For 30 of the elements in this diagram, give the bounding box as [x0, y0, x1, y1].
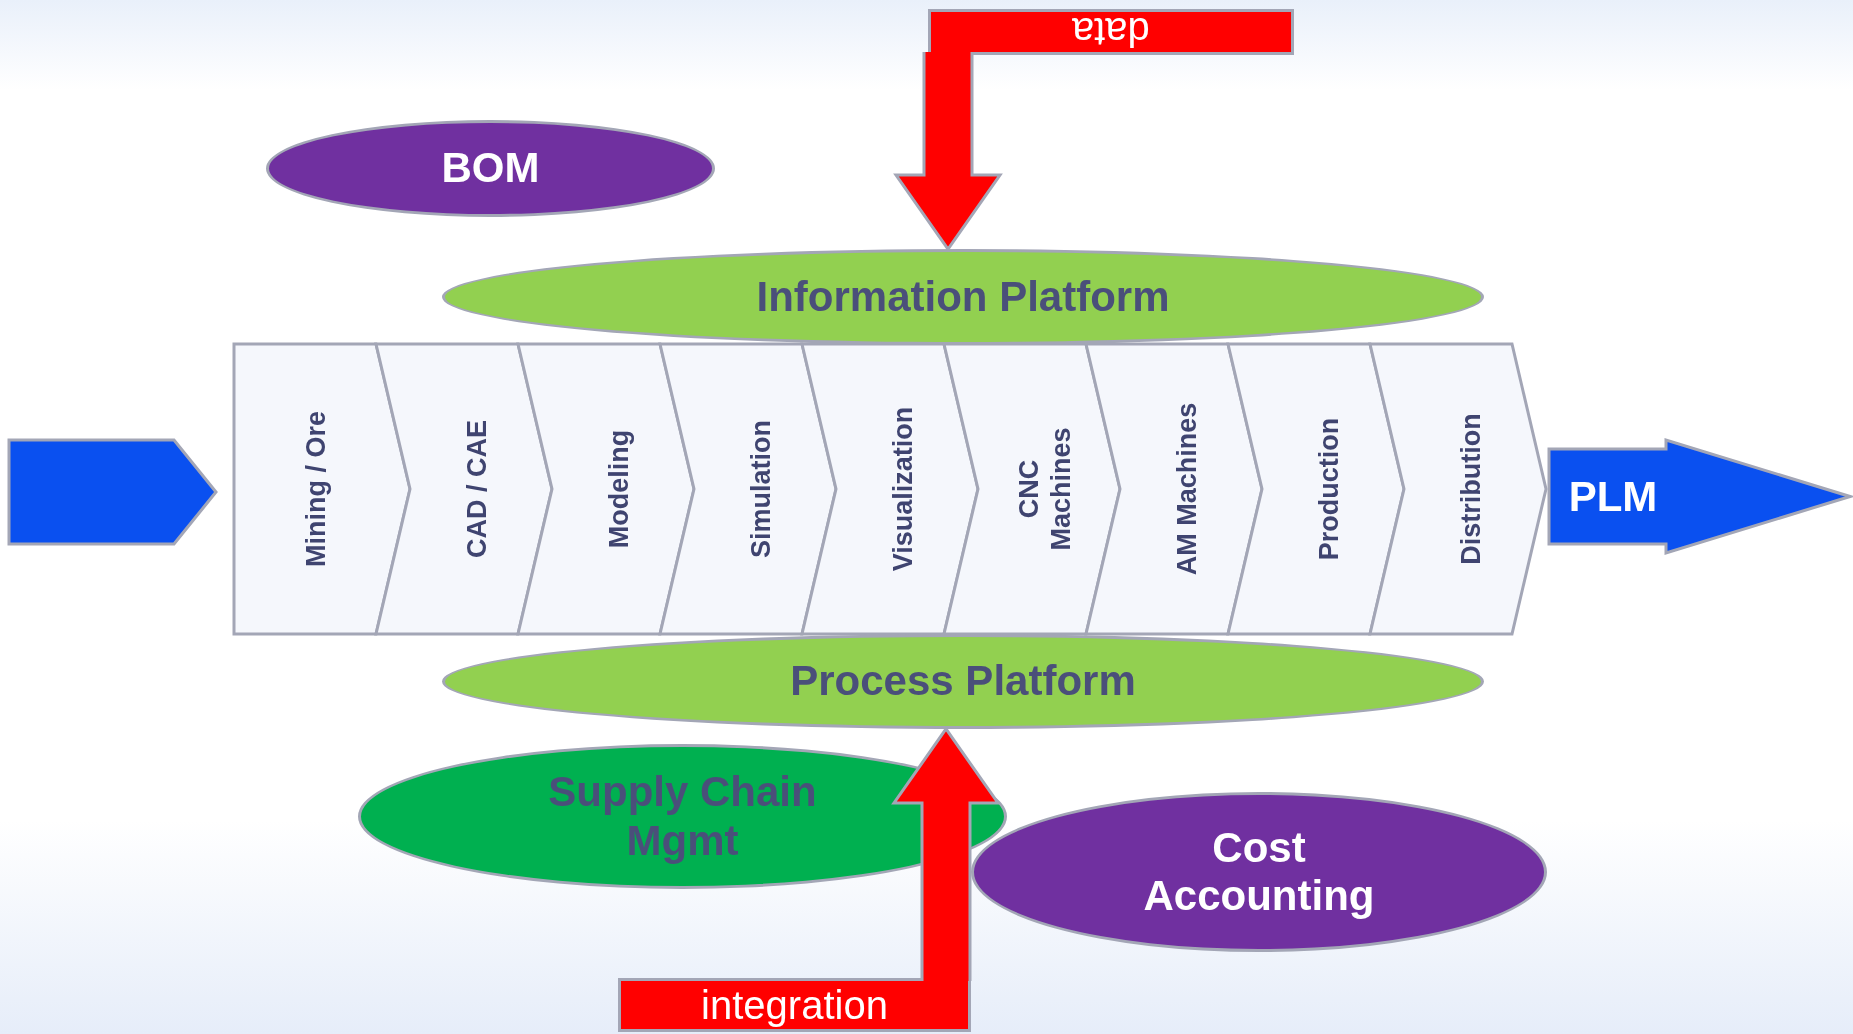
- step-label: Production: [1312, 416, 1345, 563]
- node-label: Supply Chain Mgmt: [547, 768, 818, 865]
- node-label: Process Platform: [790, 657, 1136, 706]
- arrow-tail-bar: [928, 9, 1294, 55]
- chevron-step: [1228, 344, 1404, 634]
- chevron-step: [376, 344, 552, 634]
- step-label: Distribution: [1454, 412, 1487, 567]
- step-label: Visualization: [886, 405, 919, 574]
- chevron-step: [944, 344, 1120, 634]
- chevron-step: [802, 344, 978, 634]
- chevron-step: [518, 344, 694, 634]
- block-arrow: [9, 440, 216, 544]
- step-label: CAD / CAE: [460, 419, 493, 560]
- node-label: Cost Accounting: [1142, 823, 1376, 921]
- step-label: Simulation: [744, 419, 777, 560]
- arrow-label: PLM: [1568, 472, 1658, 521]
- step-label: Modeling: [602, 428, 635, 551]
- arrow-label: data: [1072, 12, 1150, 52]
- node-label: Information Platform: [756, 272, 1170, 322]
- block-arrow-connector: [891, 726, 1001, 983]
- node-label: BOM: [441, 144, 540, 193]
- arrow-label: integration: [701, 985, 888, 1025]
- step-label: AM Machines: [1170, 401, 1203, 578]
- step-label: CNC Machines: [1012, 426, 1077, 553]
- arrow-tail-bar: [618, 978, 971, 1032]
- chevron-step: [1370, 344, 1546, 634]
- chevron-step: [660, 344, 836, 634]
- block-arrow-connector: [893, 50, 1003, 252]
- chevron-step: [1086, 344, 1262, 634]
- block-arrow: [1549, 440, 1850, 553]
